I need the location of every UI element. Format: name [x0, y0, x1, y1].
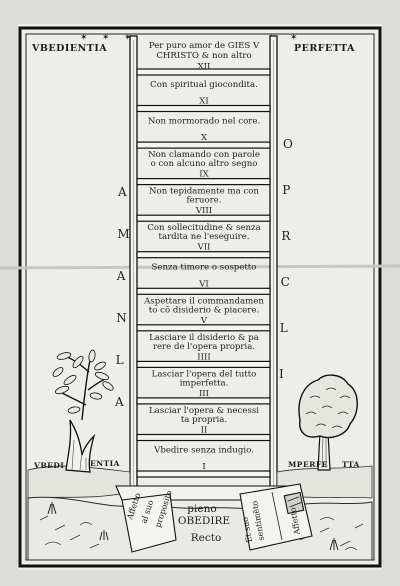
side-letter-left: M: [117, 227, 129, 241]
ladder-top-line-2: CHRISTO & non altro: [156, 51, 251, 61]
grass-tufts: [47, 502, 339, 551]
emblem: [283, 491, 305, 515]
step-line-2: o con alcuno altro segno: [151, 159, 258, 169]
side-letter-left: L: [116, 353, 124, 367]
step-line-1: Con sollecitudine & senza: [147, 223, 260, 233]
svg-text:✶: ✶: [290, 33, 298, 43]
step-line-1: Non tepidamente ma con: [149, 187, 259, 197]
ground-left-2: ENTIA: [90, 459, 120, 468]
right-book-line-1: Et suo: [241, 516, 254, 543]
svg-text:✶: ✶: [80, 33, 88, 43]
ladder-rungs: [136, 68, 271, 478]
step-numeral: VI: [198, 279, 209, 289]
step-line-2: to cō disiderio & piacere.: [149, 305, 259, 315]
base-pieno: pieno: [187, 503, 216, 515]
side-letter-right: P: [282, 183, 290, 197]
base-obedire: OBEDIRE: [178, 515, 230, 527]
right-tree: [298, 374, 358, 471]
step-line-1: Lasciar l'opera & necessi: [149, 406, 259, 416]
svg-text:✶: ✶: [124, 33, 132, 43]
step-line-2: ta propria.: [181, 415, 227, 425]
side-letter-left: N: [116, 311, 127, 325]
header-left: VBEDIENTIA: [31, 43, 107, 54]
ladder-rung: [136, 214, 271, 222]
step-numeral: VII: [197, 243, 211, 253]
step-numeral: IX: [199, 170, 209, 180]
ladder-rung: [136, 287, 271, 295]
step-line-1: Aspettare il commandamen: [143, 296, 264, 306]
step-numeral: IIII: [197, 352, 210, 362]
step-line-2: feruore.: [186, 196, 221, 206]
step-numeral: I: [202, 462, 205, 472]
step-line-1: Vbedire senza indugio.: [153, 446, 254, 456]
step-numeral: II: [201, 426, 208, 436]
ladder-rung: [136, 324, 271, 332]
ladder-rung: [136, 470, 271, 478]
side-letter-right: O: [283, 137, 293, 151]
step-numeral: XI: [199, 97, 208, 107]
fold-crease: [0, 264, 400, 270]
side-letter-right: R: [281, 229, 291, 243]
side-letter-right: L: [280, 321, 288, 335]
ladder-rung: [136, 178, 271, 186]
ground-hatching: [39, 515, 364, 551]
ladder-step: Vbedire senza indugio. I: [153, 446, 254, 473]
step-line-2: rere de l'opera propria.: [153, 342, 255, 352]
ladder-rung: [136, 251, 271, 259]
step-line-1: Lasciar l'opera del tutto: [152, 369, 257, 379]
ladder-rung: [136, 433, 271, 442]
side-letters-left: A M A N L A: [114, 185, 130, 409]
step-line-1: Lasciare il disiderio & pa: [149, 333, 259, 343]
right-book: Et suo sentimēto Affetto: [239, 483, 313, 551]
ladder-rung: [136, 104, 271, 113]
left-tree: [52, 349, 114, 473]
step-line-2: tardita ne l'eseguire.: [159, 232, 250, 242]
header-right: PERFETTA: [294, 43, 355, 54]
side-letter-right: C: [281, 275, 290, 289]
step-line-1: Con spiritual giocondita.: [150, 80, 258, 90]
ladder: [129, 35, 278, 493]
step-numeral: V: [200, 316, 208, 326]
ground-right-1: MPERFE: [288, 460, 328, 469]
base-recto: Recto: [191, 532, 222, 544]
step-numeral: X: [201, 133, 208, 143]
ladder-step: Con spiritual giocondita. XI: [150, 80, 258, 107]
ground-right-2: TTA: [342, 460, 360, 469]
step-numeral: VIII: [195, 206, 212, 216]
side-letter-left: A: [114, 395, 124, 409]
step-line-1: Senza timore o sospetto: [152, 263, 257, 273]
step-line-2: imperfetta.: [180, 378, 229, 388]
ladder-rung: [136, 141, 271, 149]
outer-border: [18, 26, 382, 568]
side-letter-left: A: [117, 185, 127, 199]
ladder-rung: [136, 68, 271, 76]
svg-text:✶: ✶: [102, 33, 110, 43]
step-line-1: Non mormorado nel core.: [148, 117, 260, 127]
ladder-top-line-1: Per puro amor de GIES V: [149, 41, 260, 51]
ladder-rung: [136, 360, 271, 368]
ground-left-1: VBEDI: [33, 461, 64, 470]
side-letter-left: A: [116, 269, 126, 283]
step-numeral: III: [199, 389, 209, 399]
step-line-1: Non clamando con parole: [148, 150, 260, 160]
side-letters-right: O P R C L I: [279, 137, 293, 381]
ladder-step: Non mormorado nel core. X: [148, 117, 260, 144]
ladder-top-numeral: XII: [198, 62, 211, 72]
left-book: Affetto al suo proposito: [121, 489, 177, 553]
ladder-rung: [136, 397, 271, 405]
side-letter-right: I: [279, 367, 284, 381]
